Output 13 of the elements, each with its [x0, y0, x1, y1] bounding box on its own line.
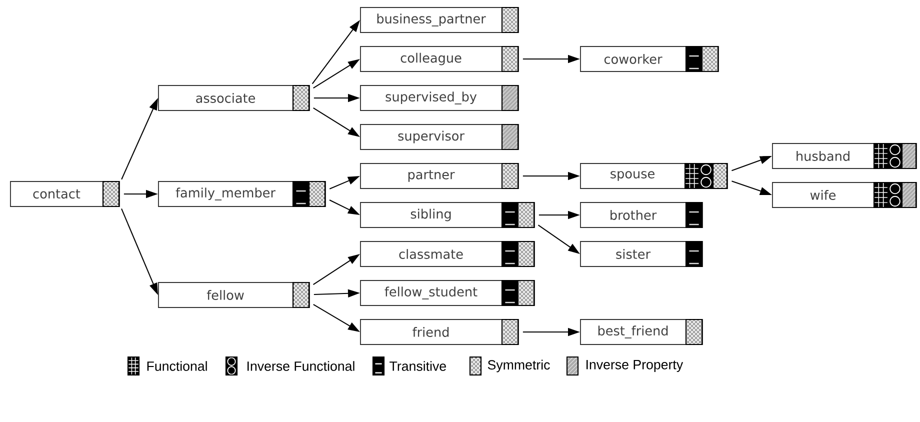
node-box: partner — [360, 163, 519, 189]
legend-label: Symmetric — [488, 360, 550, 372]
legend-label: Transitive — [390, 361, 446, 371]
legend-label: Inverse Property — [586, 360, 684, 372]
node-box: business_partner — [360, 7, 519, 33]
node-box: friend — [360, 319, 519, 345]
node-box: fellow — [158, 282, 310, 308]
node-box: supervised_by — [360, 85, 519, 111]
node-box: associate — [158, 85, 310, 111]
legend-label: Inverse Functional — [248, 361, 354, 371]
node-box: colleague — [360, 46, 519, 72]
node-box: supervisor — [360, 124, 519, 150]
legend-label: Functional — [147, 361, 207, 371]
